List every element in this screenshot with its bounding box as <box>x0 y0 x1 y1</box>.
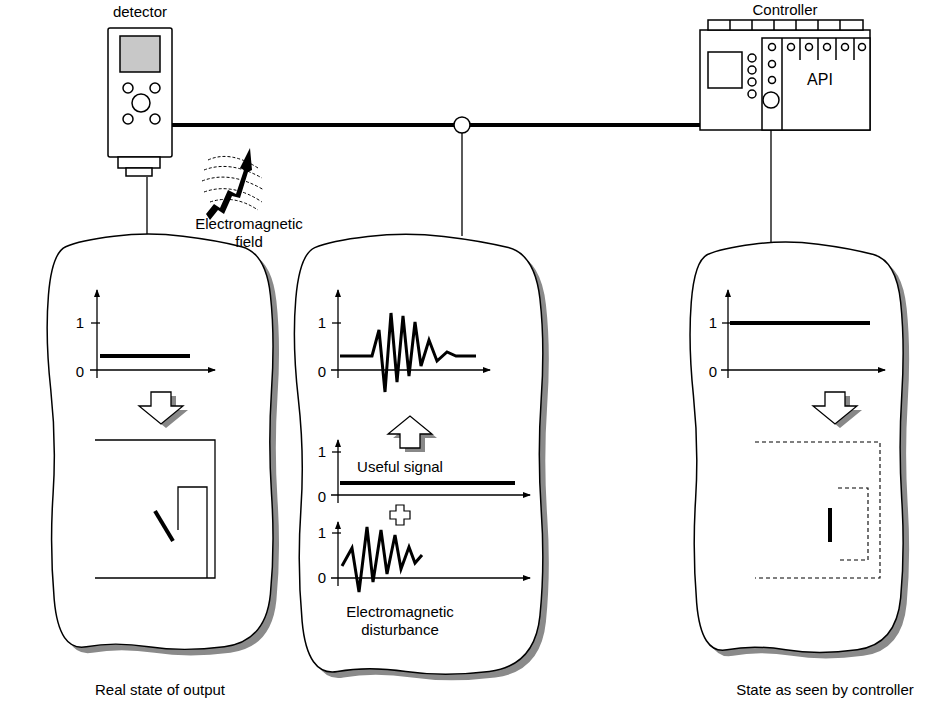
axis-value: 0 <box>318 488 326 506</box>
down-arrow <box>139 392 188 428</box>
bus-line <box>172 123 700 127</box>
device-box: ControllerAPI <box>700 24 870 130</box>
axis-value: 0 <box>318 569 326 587</box>
down-arrow <box>813 392 862 428</box>
seen-state-chart <box>721 290 885 378</box>
bus-junction <box>454 117 470 133</box>
leader-line <box>146 177 147 235</box>
real-state-chart <box>90 290 215 378</box>
axis-value: 1 <box>318 443 326 461</box>
module-panel: API <box>792 60 848 96</box>
up-arrow <box>388 416 437 452</box>
signal-name: Useful signal <box>357 458 443 476</box>
device-label: Controller <box>752 1 817 19</box>
axis-value: 1 <box>318 524 326 542</box>
signal-bubble: 101Useful signal010Electromagnetic distu… <box>292 232 545 677</box>
contact-bar <box>828 508 832 542</box>
detector-device <box>108 28 172 176</box>
plus-sign <box>390 505 410 525</box>
closed-contact <box>755 442 880 578</box>
device-label: detector <box>113 3 167 21</box>
axis-value: 0 <box>76 363 84 381</box>
signal-name: Electromagnetic disturbance <box>325 603 475 639</box>
axis-value: 0 <box>709 363 717 381</box>
field-waves <box>202 156 264 210</box>
caption: State as seen by controller <box>736 681 914 699</box>
axis-value: 1 <box>76 314 84 332</box>
axis-value: 0 <box>318 363 326 381</box>
controller-device <box>700 20 870 130</box>
leader-line <box>770 108 771 243</box>
field-label: Electromagnetic field <box>189 215 309 251</box>
field-arrow <box>206 148 252 220</box>
leader-line <box>461 133 462 236</box>
axis-value: 1 <box>318 314 326 332</box>
signal-bubble: 10Real state of output <box>45 232 275 652</box>
axis-value: 1 <box>709 314 717 332</box>
useful-signal-chart <box>331 440 530 503</box>
signal-bubble: 10State as seen by controller <box>688 240 905 655</box>
bubble-outline <box>680 232 917 667</box>
device-box: detector <box>108 28 172 177</box>
bubble-outline <box>37 224 287 664</box>
module-label: API <box>807 71 833 89</box>
noisy-signal-chart <box>331 290 490 392</box>
open-contact <box>95 440 215 578</box>
caption: Real state of output <box>95 681 225 699</box>
disturbance-chart <box>331 522 530 592</box>
